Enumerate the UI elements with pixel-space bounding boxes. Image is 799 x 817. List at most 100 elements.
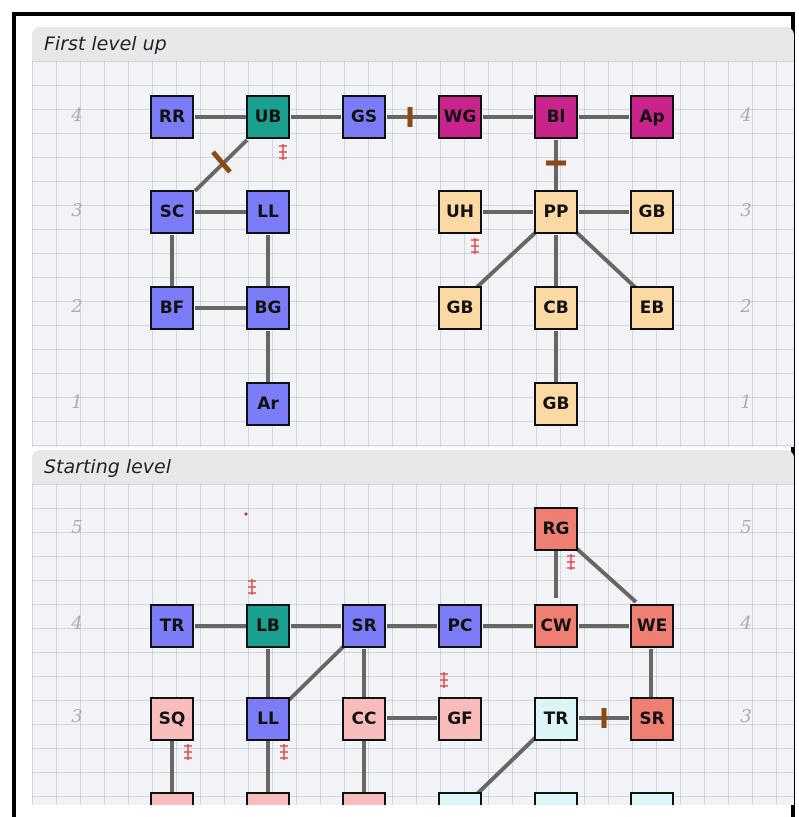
stair-marker-gf [440, 672, 448, 688]
row-number-4-right: 4 [740, 105, 752, 126]
link-tr-down [474, 735, 538, 797]
room-partial-2[interactable] [246, 792, 290, 805]
room-label: GB [542, 394, 570, 414]
stair-markers [184, 144, 575, 760]
link-sr-ll [287, 644, 346, 702]
section-header-starting-level: Starting level [32, 450, 794, 484]
room-sr[interactable]: SR [342, 604, 386, 648]
section-title-first-level: First level up [44, 33, 167, 55]
row-number-4-left-start: 4 [71, 613, 83, 634]
room-label: GB [446, 298, 474, 318]
room-bl[interactable]: Bl [534, 95, 578, 139]
room-partial-6[interactable] [630, 792, 674, 805]
room-label: SR [351, 616, 377, 636]
room-label: LL [257, 709, 279, 729]
room-label: TR [159, 616, 185, 636]
row-number-2-right: 2 [740, 296, 752, 317]
room-label: BG [254, 298, 282, 318]
door-ub-sc [211, 150, 232, 174]
dot-marker [244, 512, 248, 516]
room-bf[interactable]: BF [150, 286, 194, 330]
row-number-5-left: 5 [71, 517, 83, 538]
row-number-3-right-start: 3 [740, 706, 752, 727]
room-label: BF [159, 298, 185, 318]
room-cw[interactable]: CW [534, 604, 578, 648]
room-label: LL [257, 202, 279, 222]
room-label: UH [445, 202, 475, 222]
room-gb-east[interactable]: GB [630, 190, 674, 234]
room-sq[interactable]: SQ [150, 697, 194, 741]
room-label: LB [256, 616, 280, 636]
row-number-1-left: 1 [71, 392, 83, 413]
room-partial-4[interactable] [438, 792, 482, 805]
room-ar[interactable]: Ar [246, 382, 290, 426]
room-pp[interactable]: PP [534, 190, 578, 234]
section-header-first-level: First level up [32, 27, 794, 61]
link-rg-we [574, 546, 638, 604]
stair-marker-rg [567, 554, 575, 570]
room-cb[interactable]: CB [534, 286, 578, 330]
room-label: WG [443, 107, 477, 127]
room-label: Ar [257, 394, 279, 414]
stair-marker-lb [248, 579, 256, 595]
room-label: CB [543, 298, 569, 318]
room-wg[interactable]: WG [438, 95, 482, 139]
row-number-3-left-start: 3 [71, 706, 83, 727]
room-label: SR [639, 709, 665, 729]
room-label: SQ [158, 709, 186, 729]
room-pc[interactable]: PC [438, 604, 482, 648]
room-rg[interactable]: RG [534, 507, 578, 551]
room-label: Bl [546, 107, 566, 127]
doors [211, 107, 607, 728]
room-label: CW [540, 616, 572, 636]
row-number-4-left: 4 [71, 105, 83, 126]
stair-marker-uh [471, 238, 479, 254]
room-label: GF [447, 709, 473, 729]
room-ap[interactable]: Ap [630, 95, 674, 139]
room-label: EB [639, 298, 665, 318]
row-number-1-right: 1 [740, 392, 752, 413]
section-title-starting-level: Starting level [44, 456, 172, 478]
room-tr[interactable]: TR [150, 604, 194, 648]
link-pp-gb2 [474, 230, 538, 290]
room-eb[interactable]: EB [630, 286, 674, 330]
room-partial-1[interactable] [150, 792, 194, 805]
room-gf[interactable]: GF [438, 697, 482, 741]
room-gb-west[interactable]: GB [438, 286, 482, 330]
link-pp-eb [574, 230, 638, 290]
room-partial-3[interactable] [342, 792, 386, 805]
stair-marker-ub [279, 144, 287, 160]
room-label: WE [636, 616, 668, 636]
room-uh[interactable]: UH [438, 190, 482, 234]
row-number-2-left: 2 [71, 296, 83, 317]
room-label: PC [447, 616, 473, 636]
row-number-4-right-start: 4 [740, 613, 752, 634]
room-label: Ap [639, 107, 665, 127]
room-label: RR [158, 107, 186, 127]
room-gs[interactable]: GS [342, 95, 386, 139]
room-label: GB [638, 202, 666, 222]
room-we[interactable]: WE [630, 604, 674, 648]
room-cc[interactable]: CC [342, 697, 386, 741]
row-number-3-left: 3 [71, 200, 83, 221]
room-ub[interactable]: UB [246, 95, 290, 139]
room-sc[interactable]: SC [150, 190, 194, 234]
room-sr-start[interactable]: SR [630, 697, 674, 741]
room-label: SC [159, 202, 185, 222]
room-label: CC [351, 709, 377, 729]
room-ll-start[interactable]: LL [246, 697, 290, 741]
stair-marker-ll [280, 744, 288, 760]
room-tr-start[interactable]: TR [534, 697, 578, 741]
stair-marker-sq [184, 744, 192, 760]
room-label: UB [254, 107, 282, 127]
room-lb[interactable]: LB [246, 604, 290, 648]
room-partial-5[interactable] [534, 792, 578, 805]
row-number-3-right: 3 [740, 200, 752, 221]
room-bg[interactable]: BG [246, 286, 290, 330]
room-ll[interactable]: LL [246, 190, 290, 234]
link-ub-sc [193, 138, 249, 193]
room-gb-south[interactable]: GB [534, 382, 578, 426]
room-rr[interactable]: RR [150, 95, 194, 139]
room-label: PP [543, 202, 569, 222]
